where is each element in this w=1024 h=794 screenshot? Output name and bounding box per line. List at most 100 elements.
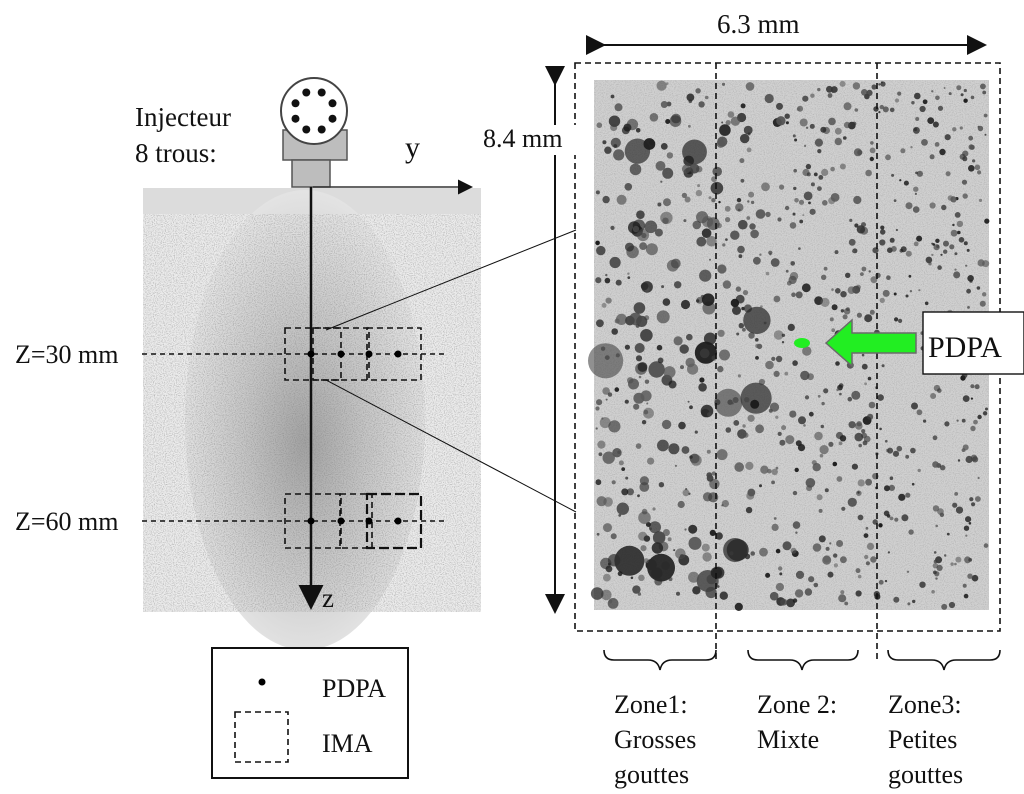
droplet: [839, 435, 847, 442]
droplet: [895, 228, 899, 232]
droplet: [916, 235, 923, 242]
droplet: [835, 361, 840, 366]
droplet: [645, 243, 658, 256]
droplet: [765, 271, 770, 276]
droplet: [961, 418, 966, 423]
droplet: [829, 317, 834, 322]
droplet: [840, 590, 845, 595]
droplet: [711, 198, 716, 203]
droplet: [821, 274, 827, 280]
droplet: [605, 297, 612, 304]
droplet: [968, 144, 974, 150]
droplet: [834, 250, 839, 255]
droplet: [740, 382, 772, 414]
droplet: [849, 218, 853, 222]
droplet: [663, 198, 671, 207]
droplet: [640, 329, 653, 342]
droplet: [671, 113, 681, 124]
droplet: [818, 175, 824, 180]
injector-label-line2: 8 trous:: [135, 138, 217, 168]
legend-ima-marker: [234, 711, 289, 763]
droplet: [753, 256, 761, 265]
droplet: [733, 420, 740, 426]
droplet: [881, 364, 885, 368]
droplet: [805, 126, 809, 129]
droplet: [730, 230, 740, 240]
droplet: [935, 95, 940, 101]
droplet: [982, 292, 987, 297]
droplet: [725, 217, 731, 223]
droplet: [827, 571, 834, 578]
droplet: [965, 264, 968, 267]
droplet: [739, 158, 745, 164]
droplet: [656, 80, 667, 91]
droplet: [718, 200, 721, 204]
droplet: [732, 397, 739, 403]
droplet: [906, 570, 910, 573]
droplet: [957, 459, 961, 462]
droplet: [777, 431, 782, 436]
droplet: [868, 270, 871, 273]
droplet: [869, 156, 874, 162]
droplet: [984, 218, 990, 224]
droplet: [676, 591, 680, 596]
droplet: [820, 126, 827, 133]
droplet: [746, 216, 751, 220]
droplet: [954, 562, 957, 566]
droplet: [662, 167, 674, 179]
droplet: [862, 440, 868, 446]
droplet: [637, 592, 642, 596]
droplet: [977, 170, 982, 175]
droplet: [730, 116, 741, 126]
droplet: [761, 182, 770, 192]
droplet: [970, 384, 975, 389]
droplet: [755, 209, 766, 219]
droplet: [819, 453, 824, 458]
droplet: [787, 323, 795, 331]
droplet: [755, 338, 759, 342]
droplet: [682, 489, 690, 497]
droplet: [935, 577, 938, 580]
droplet: [677, 500, 685, 509]
droplet: [918, 289, 921, 292]
droplet: [817, 149, 822, 154]
droplet: [663, 366, 676, 379]
droplet: [695, 189, 703, 197]
droplet: [958, 237, 965, 243]
droplet: [604, 146, 612, 154]
droplet: [656, 310, 670, 324]
droplet: [795, 440, 802, 447]
droplet: [910, 146, 913, 149]
droplet: [789, 222, 797, 229]
droplet: [960, 93, 964, 97]
droplet: [618, 460, 624, 466]
droplet: [724, 205, 731, 212]
droplet: [870, 276, 878, 284]
droplet: [900, 148, 906, 154]
droplet: [688, 571, 700, 583]
droplet: [838, 441, 843, 446]
droplet: [948, 92, 952, 96]
zone3-brace: [887, 649, 1001, 671]
droplet: [674, 281, 682, 289]
droplet: [616, 502, 629, 515]
droplet: [931, 590, 935, 594]
droplet: [856, 421, 862, 427]
droplet: [759, 253, 762, 256]
droplet: [952, 223, 955, 227]
droplet: [856, 225, 866, 234]
droplet: [636, 210, 645, 219]
droplet: [721, 82, 726, 86]
droplet: [814, 431, 823, 441]
width-dimension-label: 6.3 mm: [717, 9, 800, 39]
droplet: [641, 508, 648, 515]
droplet: [684, 528, 687, 531]
droplet: [929, 202, 936, 209]
droplet: [743, 125, 753, 135]
droplet: [905, 454, 910, 459]
pdpa-point: [394, 517, 402, 525]
droplet: [861, 353, 865, 357]
droplet: [621, 467, 626, 471]
droplet: [741, 306, 745, 311]
droplet: [805, 478, 816, 488]
